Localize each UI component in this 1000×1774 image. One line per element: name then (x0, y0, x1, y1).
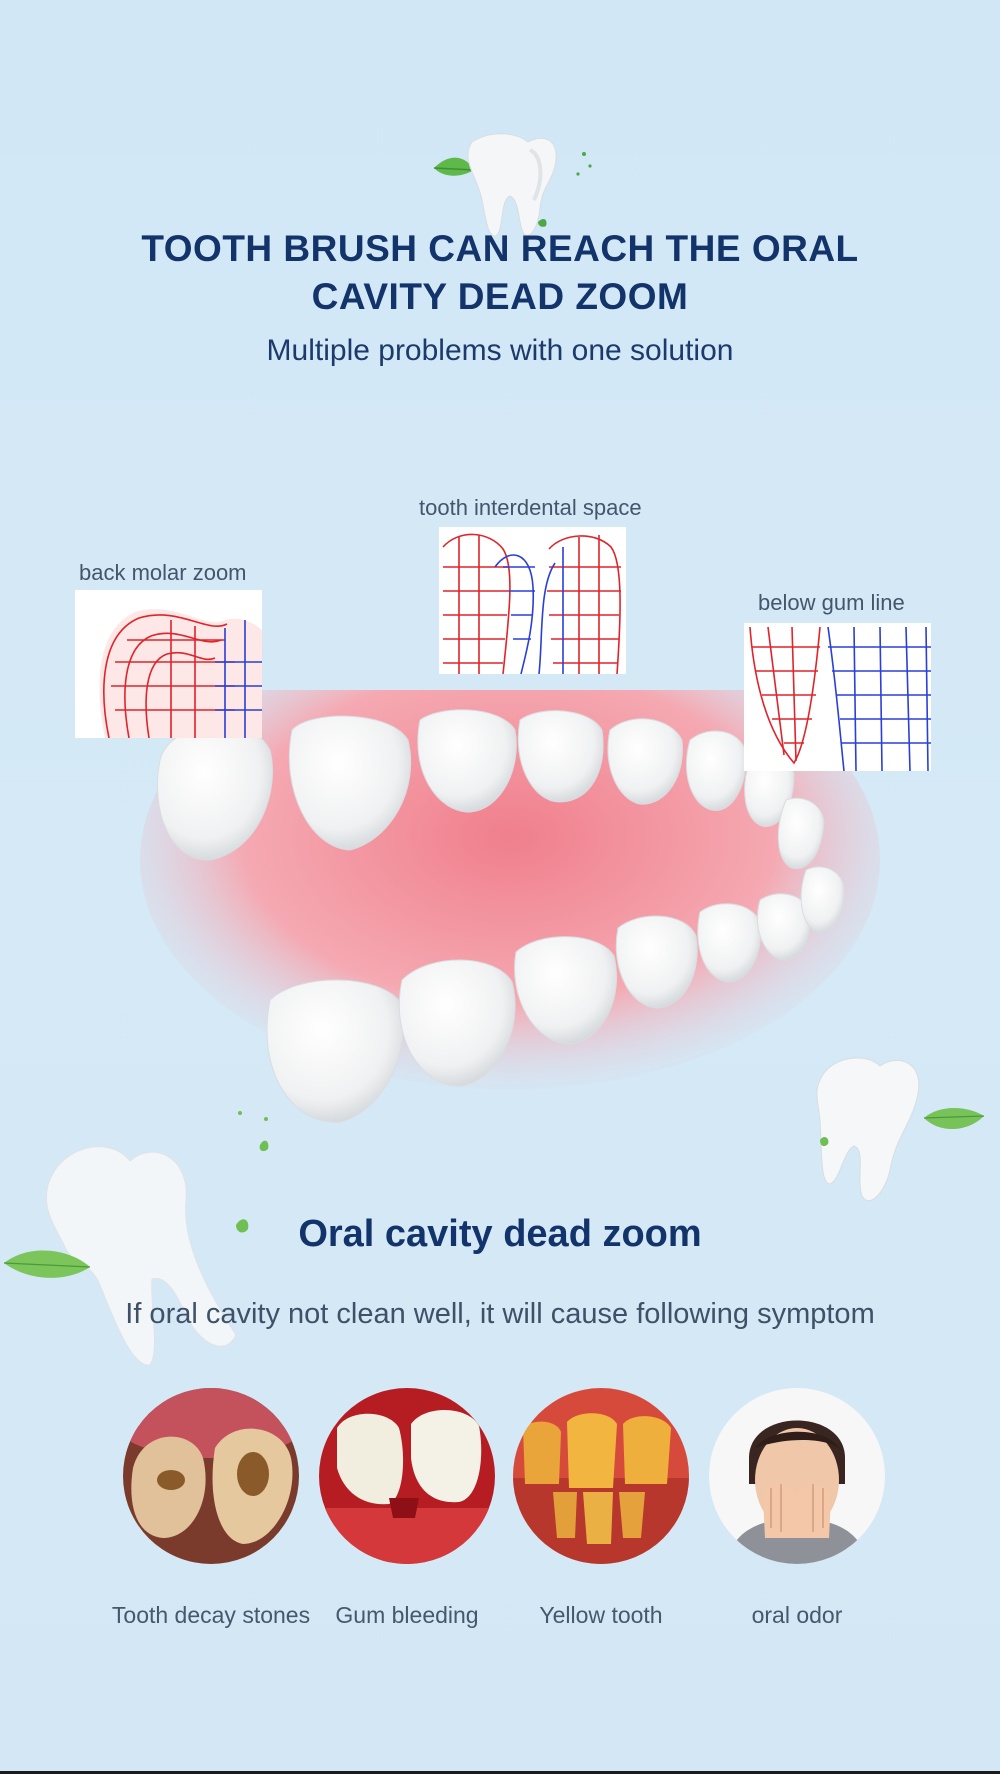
below-gum-diagram (744, 623, 931, 771)
section-title: Oral cavity dead zoom (298, 1213, 702, 1255)
symptom-label: Gum bleeding (335, 1602, 479, 1628)
symptom-yellow-tooth: Yellow tooth (501, 1388, 701, 1629)
back-molar-diagram (75, 590, 262, 738)
symptom-gum-bleeding: Gum bleeding (307, 1388, 507, 1629)
zone-label-interdental: tooth interdental space (419, 495, 642, 520)
leaf-icon (238, 1111, 269, 1152)
symptom-label: Tooth decay stones (111, 1602, 311, 1628)
page-title: TOOTH BRUSH CAN REACH THE ORAL CAVITY DE… (0, 225, 1000, 321)
yellow-tooth-photo (513, 1388, 689, 1564)
tooth-decay-photo (123, 1388, 299, 1564)
section-subtitle: If oral cavity not clean well, it will c… (125, 1298, 875, 1330)
bottom-border (0, 1771, 1000, 1774)
interdental-diagram (439, 527, 626, 674)
oral-odor-photo (709, 1388, 885, 1564)
title-line-1: TOOTH BRUSH CAN REACH THE ORAL (141, 228, 859, 269)
tooth-leaf-icon (816, 1057, 985, 1202)
page-subtitle: Multiple problems with one solution (266, 334, 734, 367)
zone-label-back-molar: back molar zoom (79, 560, 247, 585)
symptom-label: Yellow tooth (539, 1602, 663, 1628)
tooth-leaf-icon (3, 1146, 249, 1366)
symptom-tooth-decay: Tooth decay stones (111, 1388, 311, 1629)
gum-bleeding-photo (319, 1388, 495, 1564)
symptom-oral-odor: oral odor (697, 1388, 897, 1629)
zone-label-below-gum: below gum line (758, 590, 905, 615)
tooth-leaf-icon (433, 133, 592, 237)
symptom-label: oral odor (751, 1602, 843, 1628)
jaw-illustration (140, 690, 880, 1123)
title-line-2: CAVITY DEAD ZOOM (311, 276, 689, 317)
